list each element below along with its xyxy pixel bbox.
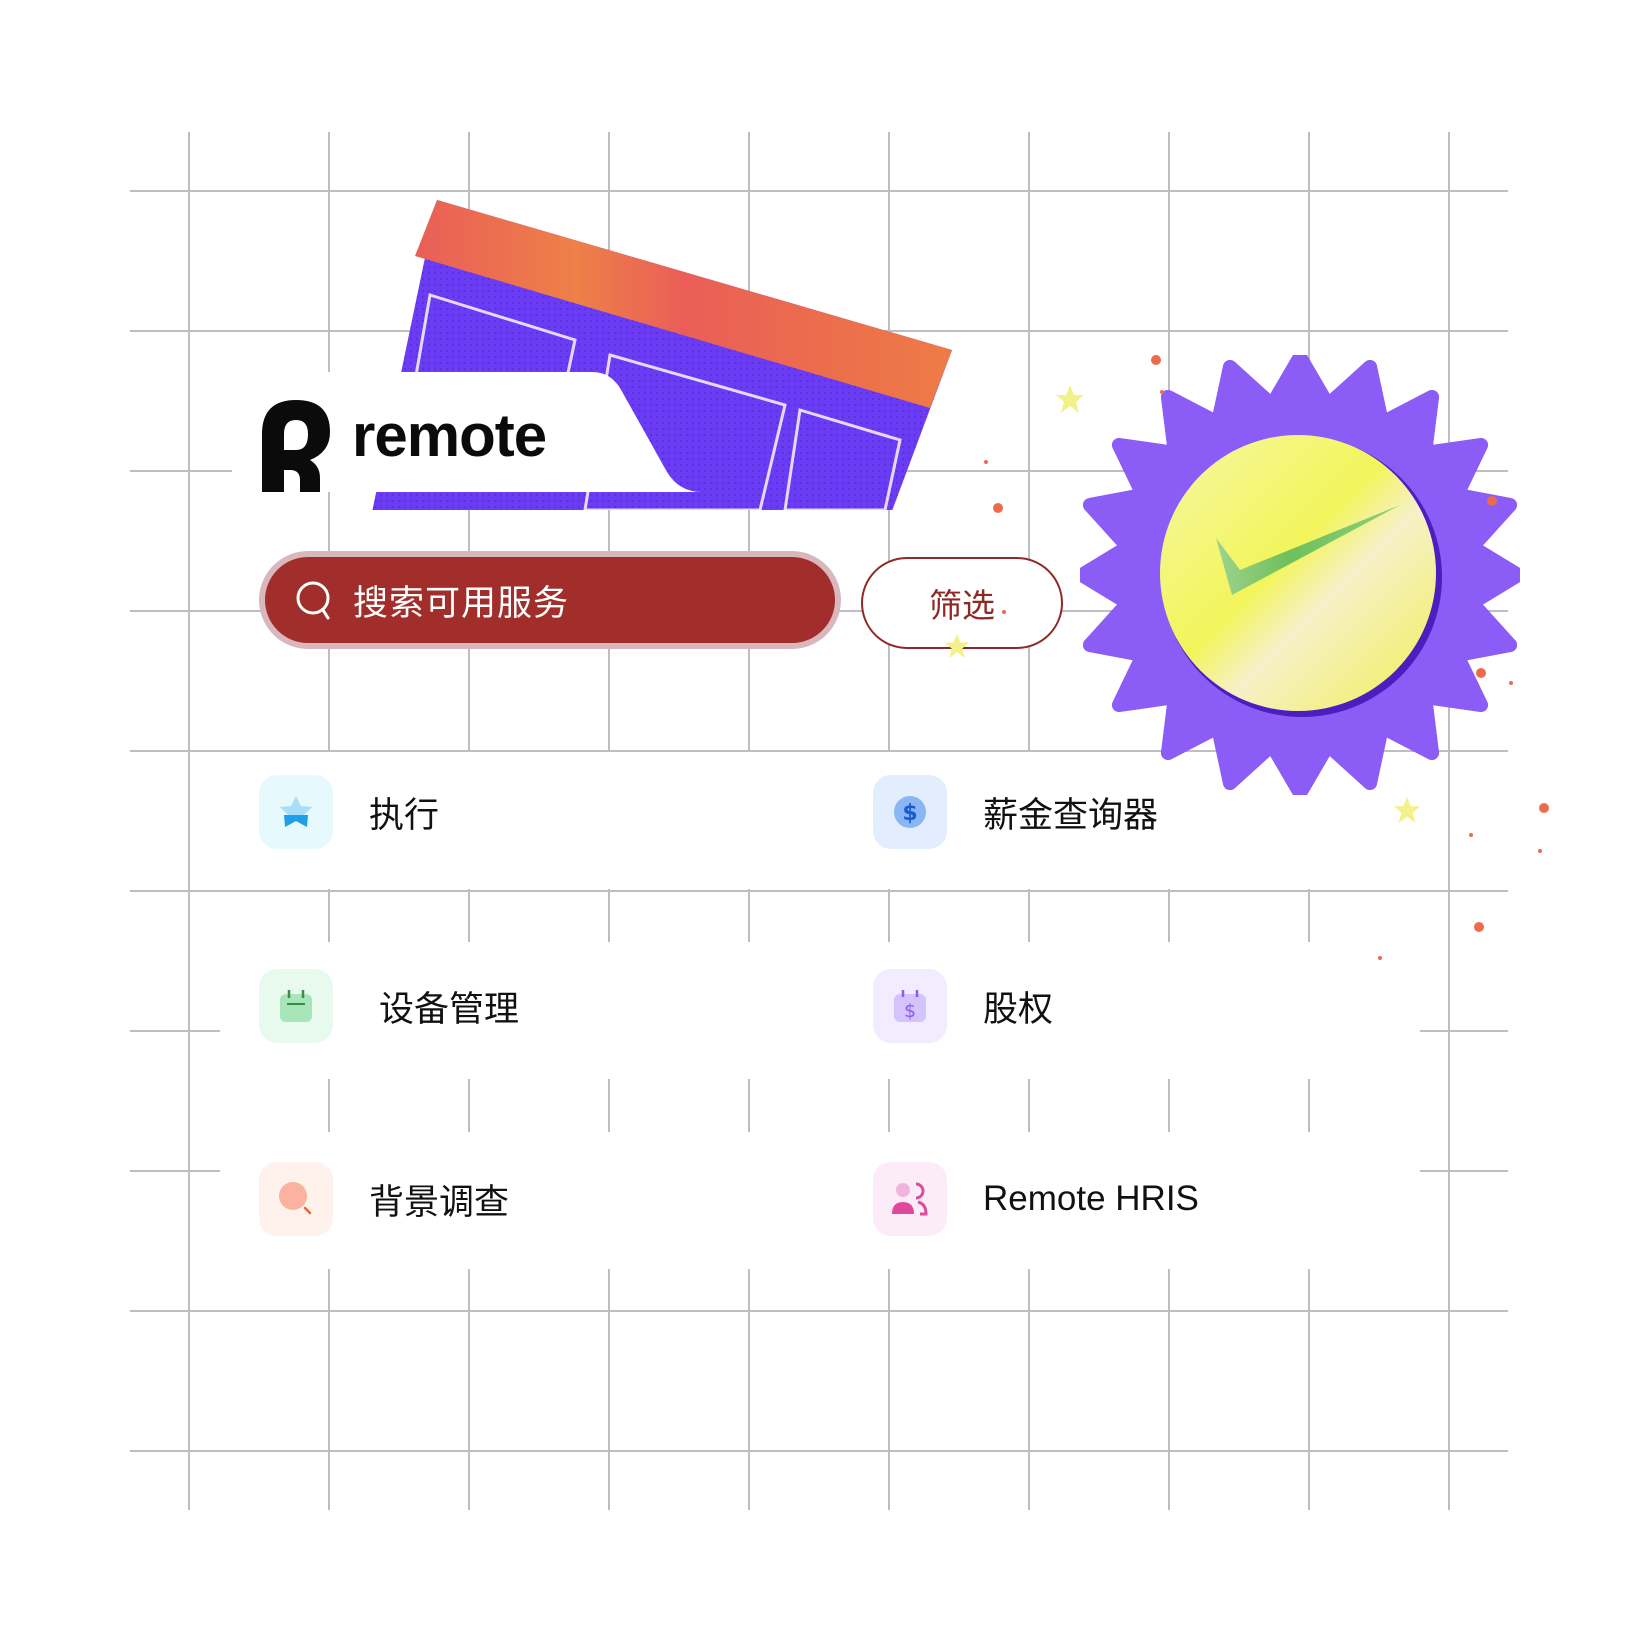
search-input[interactable]: 搜索可用服务 — [259, 551, 841, 649]
logo-card — [232, 372, 702, 492]
sparkle-star-icon — [1056, 385, 1084, 413]
svg-text:$: $ — [902, 801, 917, 826]
filter-label: 筛选 — [929, 586, 995, 625]
svg-text:$: $ — [904, 1000, 916, 1022]
filter-button[interactable]: 筛选 — [861, 557, 1063, 649]
service-label: Remote HRIS — [983, 1179, 1199, 1218]
service-background-check[interactable]: 背景调查 — [259, 1162, 509, 1236]
service-label: 薪金查询器 — [983, 795, 1159, 836]
service-label: 背景调查 — [369, 1182, 510, 1223]
brand-name: remote — [352, 402, 547, 469]
verified-badge-icon — [1080, 355, 1520, 795]
service-label: 执行 — [369, 795, 440, 836]
service-label: 股权 — [983, 989, 1054, 1030]
row-panel — [220, 942, 1420, 1079]
dollar-calendar-icon: $ — [873, 969, 947, 1043]
people-icon — [873, 1162, 947, 1236]
service-salary-lookup[interactable]: $ 薪金查询器 — [873, 775, 1158, 849]
service-execution[interactable]: 执行 — [259, 775, 439, 849]
sparkle-star-icon — [1393, 796, 1421, 824]
service-equity[interactable]: $ 股权 — [873, 969, 1053, 1043]
service-label: 设备管理 — [379, 989, 520, 1030]
dollar-coin-icon: $ — [873, 775, 947, 849]
remote-logo-icon — [262, 400, 330, 492]
row-panel — [220, 752, 1420, 889]
row-panel — [220, 1132, 1420, 1269]
service-device-management[interactable]: 设备管理 — [259, 969, 519, 1043]
service-remote-hris[interactable]: Remote HRIS — [873, 1162, 1199, 1236]
magnifier-icon — [259, 1162, 333, 1236]
search-placeholder: 搜索可用服务 — [353, 583, 570, 624]
sparkle-star-icon — [944, 633, 970, 659]
search-icon — [296, 581, 330, 620]
calendar-device-icon — [259, 969, 333, 1043]
star-icon — [259, 775, 333, 849]
